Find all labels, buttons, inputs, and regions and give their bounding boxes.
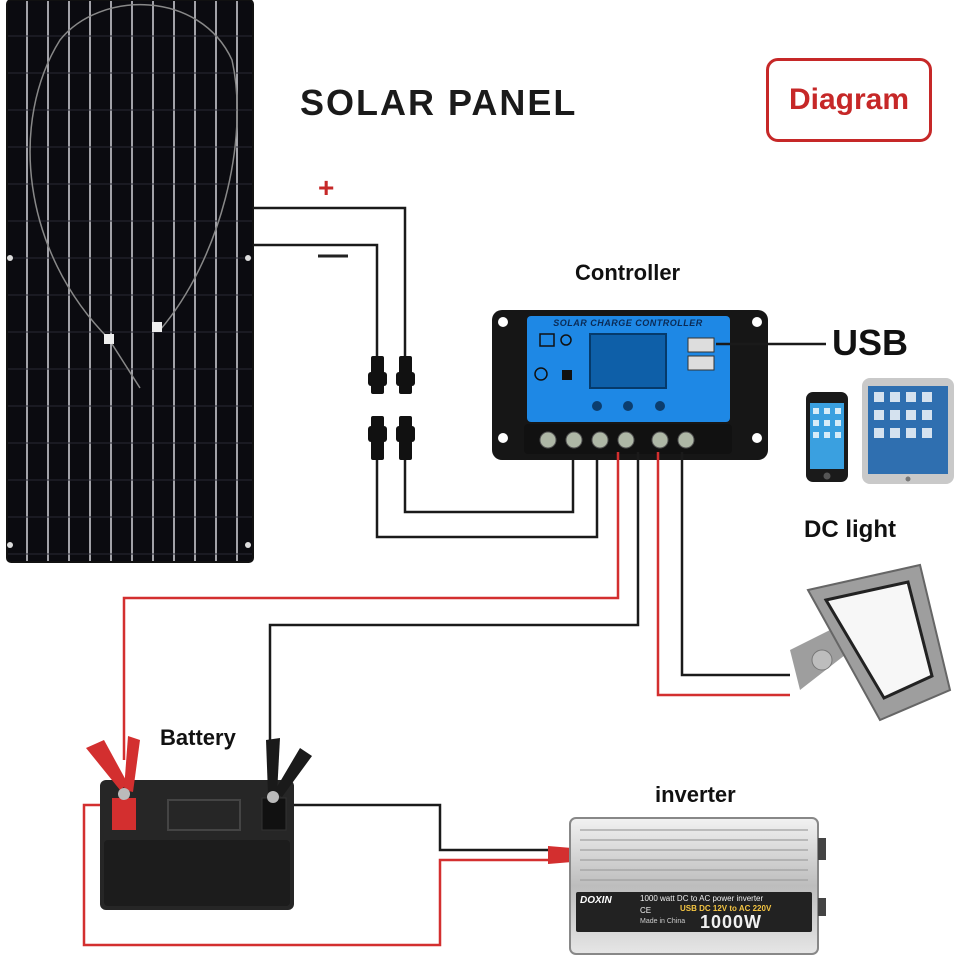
controller-lcd [589, 333, 667, 389]
inverter-brand: DOXIN [580, 895, 612, 906]
panel-output-wires [253, 206, 599, 539]
usb-label: USB [832, 322, 909, 363]
inverter-rating: 1000W [700, 912, 763, 932]
junction-box [104, 334, 114, 344]
inverter-plug [548, 846, 572, 864]
battery-positive-terminal [112, 798, 136, 830]
positive-symbol: + [318, 172, 335, 203]
solar-panel [6, 0, 254, 563]
usb-port-1 [687, 337, 715, 353]
black-clamp [266, 738, 312, 803]
controller-label: Controller [575, 260, 681, 285]
inverter [569, 817, 826, 955]
charge-controller [492, 310, 768, 460]
inverter-line2: USB DC 12V to AC 220V [680, 904, 772, 913]
inverter-wires [82, 803, 548, 947]
negative-symbol: — [318, 238, 348, 271]
inverter-label: inverter [655, 782, 736, 807]
tablet-icon [862, 378, 954, 484]
controller-output-wires [122, 452, 790, 760]
diagram-badge: Diagram [766, 58, 932, 142]
inverter-line1: 1000 watt DC to AC power inverter [640, 894, 764, 903]
controller-header-text: SOLAR CHARGE CONTROLLER [553, 318, 703, 328]
battery-label: Battery [160, 725, 236, 750]
battery-negative-terminal [261, 797, 287, 831]
mc4-connectors [368, 356, 415, 460]
red-clamp [86, 736, 140, 800]
inverter-ce: CE [640, 906, 652, 915]
page-title: SOLAR PANEL [300, 82, 578, 123]
battery [100, 780, 294, 910]
dc-light-label: DC light [804, 516, 896, 543]
phone-icon [806, 392, 848, 482]
dc-light [790, 563, 952, 722]
usb-port-2 [687, 355, 715, 371]
inverter-origin: Made in China [640, 918, 686, 925]
